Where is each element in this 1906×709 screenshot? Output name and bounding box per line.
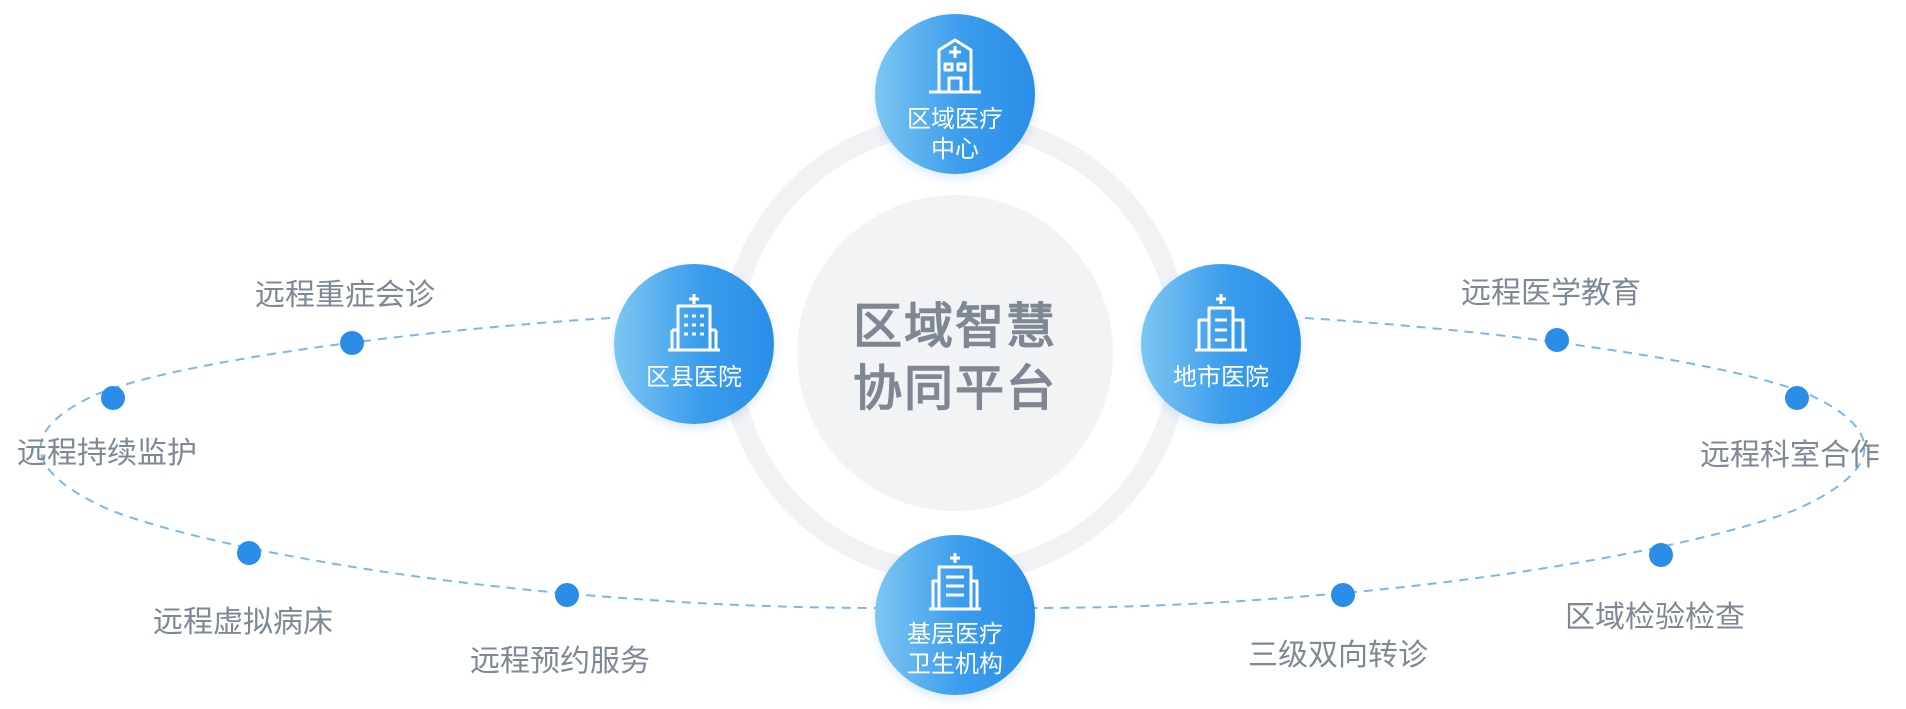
- dot-continuous-monitor: [101, 386, 125, 410]
- node-primary-line1: 基层医疗: [907, 620, 1003, 648]
- center-disc: [797, 195, 1113, 511]
- dot-virtual-ward: [237, 541, 261, 565]
- clinic-icon: [929, 553, 981, 611]
- service-critical-consult: 远程重症会诊: [255, 278, 435, 313]
- hospital-icon: [929, 38, 981, 94]
- hospital-building-icon: [668, 294, 720, 352]
- dot-medical-education: [1545, 328, 1569, 352]
- node-primary-care-institution: 基层医疗 卫生机构: [875, 535, 1035, 695]
- node-primary-line2: 卫生机构: [907, 650, 1003, 678]
- dot-referral: [1331, 583, 1355, 607]
- left-dashed-path: [39, 317, 881, 609]
- dot-critical-consult: [340, 331, 364, 355]
- dot-appointment: [555, 583, 579, 607]
- service-department-cooperation: 远程科室合作: [1700, 438, 1880, 473]
- platform-title: 区域智慧 协同平台: [800, 296, 1110, 420]
- node-regional-line1: 区域医疗: [907, 105, 1003, 133]
- node-city-label: 地市医院: [1173, 363, 1269, 391]
- node-regional-medical-center: 区域医疗 中心: [875, 14, 1035, 174]
- service-virtual-ward: 远程虚拟病床: [153, 605, 333, 640]
- hospital-building-icon: [1195, 294, 1247, 352]
- node-city-hospital: 地市医院: [1141, 264, 1301, 424]
- platform-title-line2: 协同平台: [852, 360, 1057, 417]
- node-county-label: 区县医院: [646, 363, 742, 391]
- service-continuous-monitor: 远程持续监护: [17, 436, 197, 471]
- right-dashed-path: [1029, 317, 1866, 609]
- service-referral: 三级双向转诊: [1248, 638, 1428, 673]
- service-lab-exam: 区域检验检查: [1565, 600, 1745, 635]
- service-medical-education: 远程医学教育: [1461, 276, 1641, 311]
- service-appointment: 远程预约服务: [470, 644, 650, 679]
- node-regional-line2: 中心: [931, 135, 979, 163]
- dot-department-cooperation: [1785, 386, 1809, 410]
- node-county-hospital: 区县医院: [614, 264, 774, 424]
- dot-lab-exam: [1649, 543, 1673, 567]
- platform-title-line1: 区域智慧: [852, 298, 1057, 355]
